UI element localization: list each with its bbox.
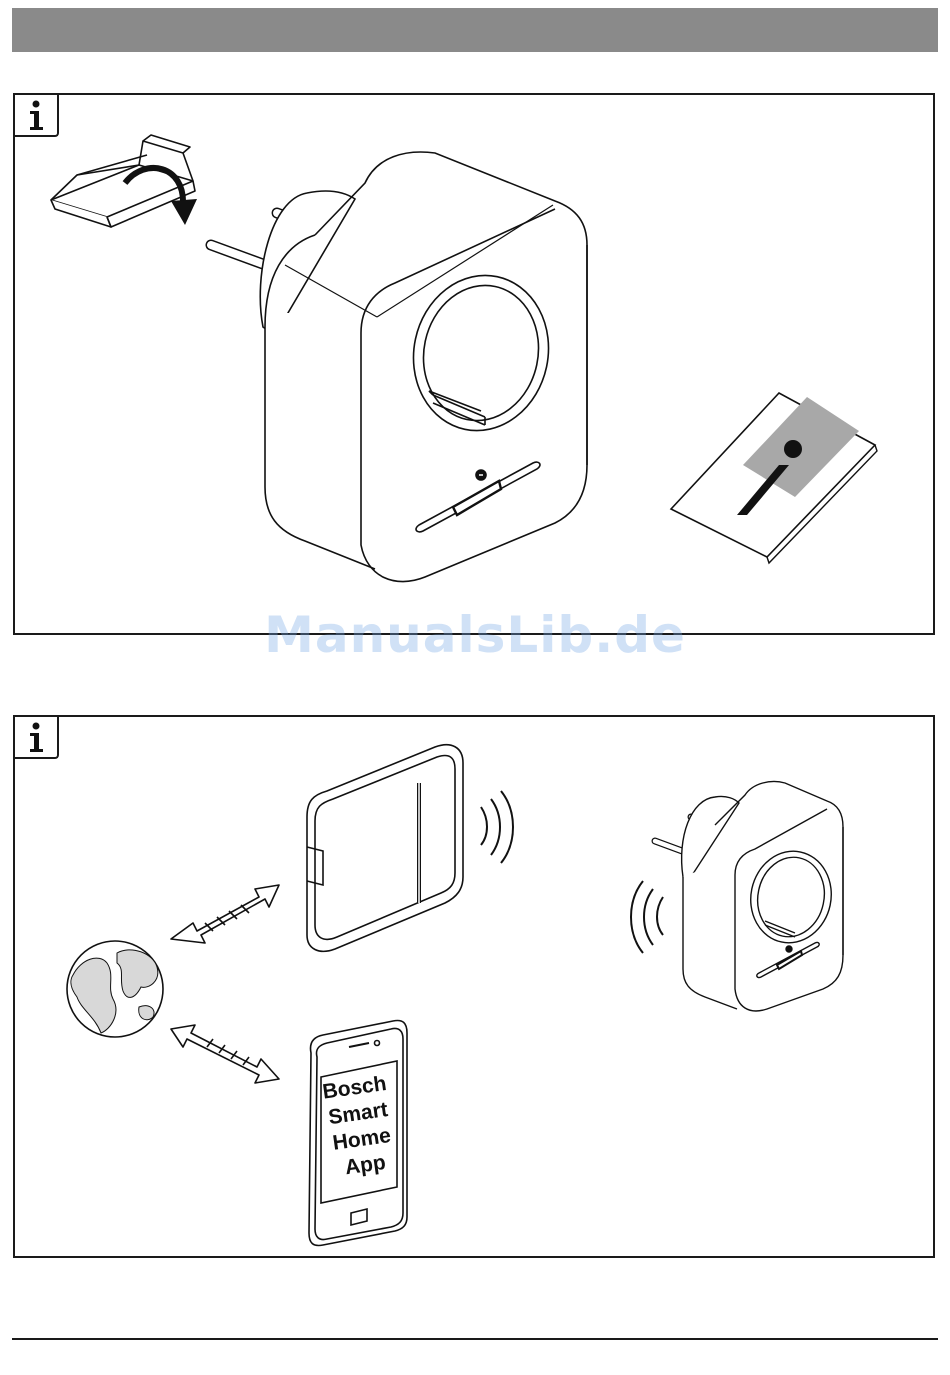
smart-plug-icon	[211, 152, 587, 582]
info-manual-icon	[671, 393, 877, 563]
phone-screen-text: Bosch Smart Home App	[311, 1070, 409, 1185]
footer-rule	[12, 1338, 938, 1340]
double-arrow-app-link	[171, 1025, 279, 1083]
globe-icon	[67, 941, 163, 1037]
wireless-signal-icon	[481, 791, 513, 863]
wireless-signal-icon	[631, 881, 663, 953]
smart-plug-icon	[655, 782, 843, 1011]
watermark: ManualsLib.de	[0, 606, 950, 664]
unboxing-panel	[13, 93, 935, 635]
smart-home-controller-icon	[307, 745, 463, 952]
double-arrow-cloud-link	[171, 885, 279, 943]
header-bar	[12, 8, 938, 52]
connection-panel	[13, 715, 935, 1258]
